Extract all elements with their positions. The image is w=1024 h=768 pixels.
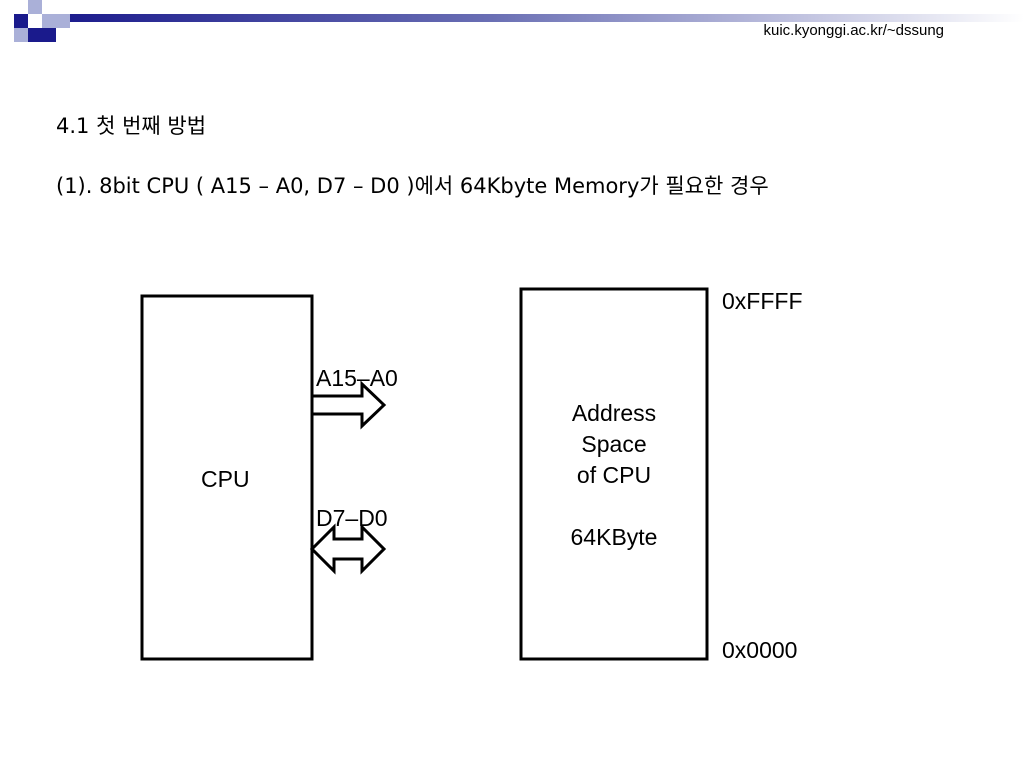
header-decoration (0, 0, 1024, 48)
header-square-dark (42, 28, 56, 42)
cpu-label: CPU (201, 466, 250, 492)
slide-heading: 4.1 첫 번째 방법 (56, 114, 207, 138)
slide-subheading: (1). 8bit CPU ( A15 – A0, D7 – D0 )에서 64… (56, 174, 769, 198)
header-square-light (28, 0, 42, 14)
header-square-white (42, 0, 56, 14)
header-square-light (14, 28, 28, 42)
memory-line-of-cpu: of CPU (576, 462, 652, 488)
top-address-label: 0xFFFF (722, 288, 803, 314)
header-square-light (56, 14, 70, 28)
header-square-white (28, 14, 42, 28)
address-bus-label: A15–A0 (316, 365, 398, 391)
memory-box (519, 287, 709, 661)
memory-line-address: Address (571, 400, 657, 426)
cpu-box (140, 294, 314, 661)
memory-size: 64KByte (570, 524, 658, 550)
header-square-light (42, 14, 56, 28)
memory-line-spacer (521, 491, 707, 522)
memory-line-space: Space (581, 431, 647, 457)
memory-description: Address Space of CPU 64KByte (521, 398, 707, 553)
header-square-dark (14, 14, 28, 28)
header-gradient-stripe (56, 14, 1024, 22)
header-gradient-bar (14, 0, 1024, 42)
data-bus-label: D7–D0 (316, 505, 388, 531)
data-bus-arrow (309, 523, 387, 575)
address-bus-arrow (310, 380, 387, 430)
header-url: kuic.kyonggi.ac.kr/~dssung (763, 22, 944, 39)
header-square-dark (28, 28, 42, 42)
bottom-address-label: 0x0000 (722, 637, 798, 663)
